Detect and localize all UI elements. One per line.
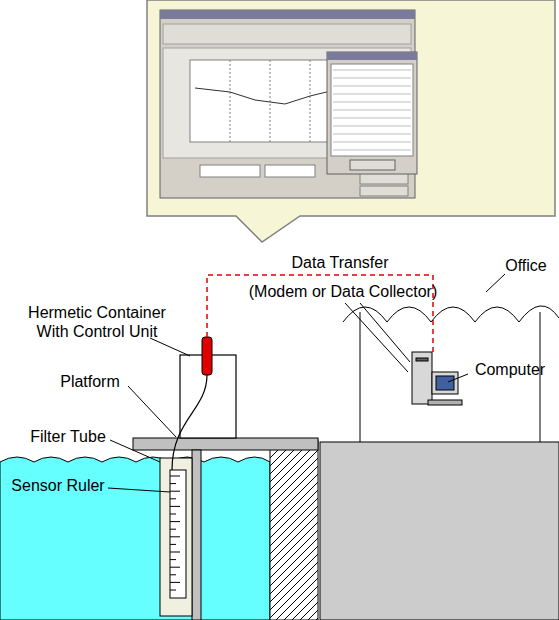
earth-bank <box>270 440 318 620</box>
platform-post <box>192 450 201 620</box>
screenshot-callout <box>147 0 555 242</box>
part-label: Computer <box>475 360 545 379</box>
water <box>0 457 270 620</box>
computer-icon <box>412 352 462 405</box>
platform <box>133 438 318 450</box>
flow-label: (Modem or Data Collector) <box>249 282 438 301</box>
sensor-cable <box>172 375 207 470</box>
flow-label: Data Transfer <box>292 253 389 272</box>
part-label: Platform <box>60 372 120 391</box>
part-label: Hermetic Container With Control Unit <box>12 303 182 341</box>
part-label: Filter Tube <box>30 427 106 446</box>
office-post <box>360 312 361 442</box>
control-unit <box>202 337 212 375</box>
office-building <box>320 442 559 620</box>
leader-lines <box>108 274 505 492</box>
part-label: Office <box>505 256 547 275</box>
office-roof <box>343 306 559 322</box>
sensor-ruler <box>170 470 186 598</box>
filter-tube <box>160 458 192 616</box>
part-label: Sensor Ruler <box>11 476 104 495</box>
